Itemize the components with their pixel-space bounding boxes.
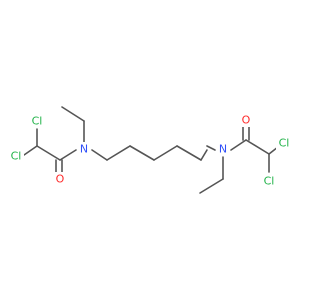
atom-n2: N xyxy=(219,143,227,156)
molecule-canvas: Cl Cl N O O N Cl Cl xyxy=(8,106,292,194)
bond-c3-c4 xyxy=(245,139,270,155)
bond-chain4-chain5 xyxy=(176,145,202,161)
bond-ethyl2a-ethyl2b xyxy=(199,178,224,194)
bond-chain6-n2 xyxy=(206,145,216,151)
atom-labels: Cl Cl N O O N Cl Cl xyxy=(8,113,292,188)
bond-n1-chain1 xyxy=(91,149,108,161)
atom-cl2: Cl xyxy=(11,150,22,163)
atom-o2: O xyxy=(242,114,251,127)
bond-cl2-c1 xyxy=(23,145,38,156)
bond-chain1-chain2 xyxy=(106,145,131,161)
bond-chain5-chain6 xyxy=(200,149,208,161)
bonds xyxy=(23,106,279,194)
bond-chain3-chain4 xyxy=(153,145,178,161)
atom-o1: O xyxy=(56,173,65,186)
bond-n2-c3 xyxy=(230,139,247,151)
atom-cl1: Cl xyxy=(32,115,43,128)
structure-diagram: Cl Cl N O O N Cl Cl xyxy=(8,106,292,194)
bond-ethyl1a-ethyl1b xyxy=(61,106,85,122)
atom-cl4: Cl xyxy=(264,175,275,188)
bond-chain2-chain3 xyxy=(129,145,155,161)
bond-c1-c2 xyxy=(36,145,61,161)
atom-n1: N xyxy=(80,143,88,156)
atom-cl3: Cl xyxy=(279,137,290,150)
bond-c2-n1 xyxy=(59,149,77,161)
